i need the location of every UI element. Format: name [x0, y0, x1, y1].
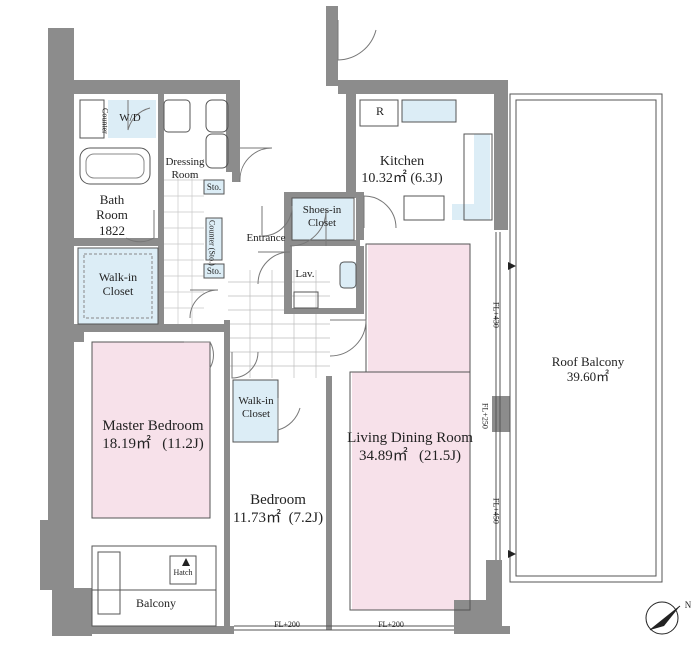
sto-2-text: Sto. — [206, 266, 222, 276]
door-swings — [125, 20, 397, 431]
bedroom-size: 11.73㎡ (7.2J) — [230, 510, 326, 528]
bedroom-name: Bedroom — [250, 492, 306, 508]
shoes-in-fill — [291, 198, 353, 240]
roof-balcony-label: Roof Balcony 39.60㎡ — [530, 354, 646, 385]
bedroom-label: Bedroom 11.73㎡ (7.2J) — [230, 492, 326, 527]
kitchen-island-fill — [474, 134, 490, 220]
fl-450-label: FL+450 — [491, 486, 500, 536]
sto-1-label: Sto. — [204, 182, 224, 193]
living-dining-upper-fill — [368, 244, 470, 372]
master-bedroom-jo: (11.2J) — [162, 435, 204, 452]
fl-430-label: FL+430 — [491, 290, 500, 340]
wd-label: W/D — [110, 112, 150, 125]
wd-text: W/D — [119, 112, 141, 124]
balcony-name: Balcony — [136, 596, 176, 610]
kitchen-island-fill2 — [452, 204, 490, 220]
fridge-text: R — [375, 104, 384, 118]
fl-250-label: FL+250 — [480, 396, 489, 436]
sto-2-label: Sto. — [204, 266, 224, 277]
fl-200-right-label: FL+200 — [366, 620, 416, 629]
counter-text: Counter — [100, 108, 110, 134]
compass-label: N — [682, 600, 694, 611]
fl-200-left-label: FL+200 — [262, 620, 312, 629]
fl-200-right-text: FL+200 — [378, 620, 404, 629]
roof-balcony-name: Roof Balcony — [551, 354, 625, 369]
master-bedroom-name: Master Bedroom — [102, 418, 204, 434]
kitchen-name: Kitchen — [379, 154, 425, 169]
dressing-label: Dressing Room — [160, 156, 210, 182]
kitchen-label: Kitchen 10.32㎡ (6.3J) — [350, 154, 454, 187]
outlines — [77, 93, 663, 631]
entrance-label: Entrance — [240, 232, 292, 245]
kitchen-area: 10.32㎡ — [361, 170, 407, 186]
balcony-label: Balcony — [118, 596, 194, 610]
walk-in-master-fill — [78, 248, 158, 324]
master-bedroom-label: Master Bedroom 18.19㎡ (11.2J) — [94, 418, 212, 453]
room-fills — [78, 100, 490, 610]
walk-in-bedroom-name-2: Closet — [241, 407, 271, 420]
compass-n-text: N — [684, 600, 692, 610]
dressing-name-1: Dressing — [165, 156, 205, 168]
lav-label: Lav. — [292, 268, 318, 281]
bath-name-2: Room — [96, 207, 128, 223]
walk-in-master-label: Walk-in Closet — [82, 270, 154, 298]
shoes-in-name-2: Closet — [307, 216, 337, 229]
living-dining-label: Living Dining Room 34.89㎡ (21.5J) — [340, 430, 480, 465]
master-bedroom-area: 18.19㎡ — [102, 435, 151, 452]
living-dining-name: Living Dining Room — [347, 430, 473, 446]
kitchen-counter-fill — [402, 100, 456, 122]
walk-in-master-name-1: Walk-in — [98, 270, 138, 284]
living-dining-lower-fill — [352, 372, 470, 610]
compass-icon — [645, 601, 681, 635]
lav-basin-fill — [340, 262, 356, 288]
walk-in-bedroom-label: Walk-in Closet — [233, 395, 279, 421]
bath-label: Bath Room 1822 — [84, 192, 140, 238]
fridge-label: R — [372, 104, 388, 118]
fl-450-text: FL+450 — [491, 498, 501, 524]
sto-1-text: Sto. — [206, 182, 222, 192]
roof-balcony-area: 39.60㎡ — [566, 369, 610, 385]
hatch-label: Hatch — [168, 568, 198, 577]
kitchen-jo: (6.3J) — [410, 170, 443, 186]
sto1-fill — [204, 180, 224, 194]
shoes-in-label: Shoes-in Closet — [290, 204, 354, 230]
master-bedroom-size: 18.19㎡ (11.2J) — [94, 436, 212, 454]
walk-in-master-name-2: Closet — [102, 284, 134, 299]
kitchen-size: 10.32㎡ (6.3J) — [350, 171, 454, 188]
counter-sto-text: Counter (Sto.) — [207, 220, 217, 266]
dressing-name-2: Room — [171, 168, 199, 181]
fl-200-left-text: FL+200 — [274, 620, 300, 629]
bath-name-1: Bath — [99, 192, 125, 207]
shoes-in-name-1: Shoes-in — [302, 204, 342, 216]
living-dining-jo: (21.5J) — [418, 447, 462, 464]
level-arrows — [182, 262, 516, 566]
walk-in-bedroom-fill — [233, 380, 278, 442]
sto2-fill — [204, 264, 224, 278]
counter-sto-fill — [206, 218, 222, 260]
living-dining-size: 34.89㎡ (21.5J) — [340, 448, 480, 466]
living-dining-area: 34.89㎡ — [358, 447, 408, 464]
walk-in-bedroom-name-1: Walk-in — [238, 395, 274, 407]
bedroom-jo: (7.2J) — [288, 509, 324, 526]
master-bedroom-fill — [92, 342, 210, 518]
bedroom-area: 11.73㎡ — [232, 509, 282, 526]
lav-name: Lav. — [295, 268, 315, 280]
wd-fill — [108, 100, 156, 138]
entrance-floor-grid — [228, 270, 330, 378]
bath-size: 1822 — [99, 222, 125, 238]
counter-sto-label: Counter (Sto.) — [207, 220, 216, 266]
hatch-text: Hatch — [173, 568, 193, 577]
fl-430-text: FL+430 — [491, 302, 501, 328]
dressing-floor-grid — [164, 172, 204, 324]
fl-250-text: FL+250 — [480, 403, 490, 429]
walls — [40, 6, 510, 636]
entrance-name: Entrance — [246, 232, 286, 244]
counter-label: Counter — [100, 104, 109, 138]
